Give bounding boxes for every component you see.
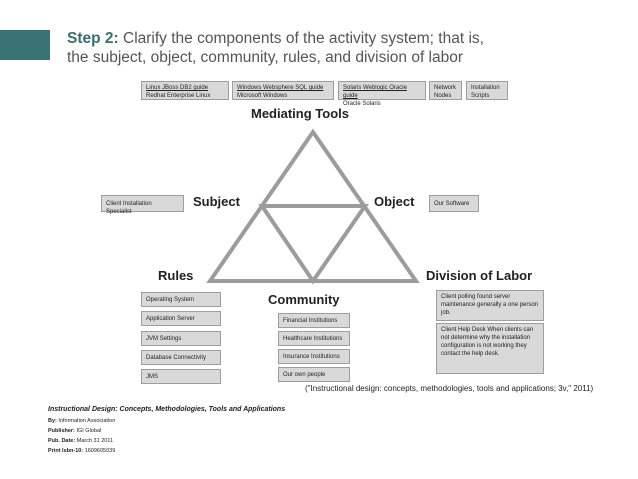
citation: ("Instructional design: concepts, method…	[305, 384, 594, 393]
rules-item: JMS	[141, 369, 221, 384]
reference-by: By: Information Association	[48, 418, 116, 424]
slide-title: Step 2: Clarify the components of the ac…	[67, 29, 627, 67]
reference-date: Pub. Date: March 31 2011	[48, 438, 114, 444]
label-mediating-tools: Mediating Tools	[251, 106, 349, 121]
rules-item: Application Server	[141, 311, 221, 326]
title-line1: Clarify the components of the activity s…	[123, 30, 484, 47]
community-item: Healthcare Institutions	[278, 331, 350, 346]
inner-triangle	[258, 204, 369, 285]
division-item: Client polling found server maintenance …	[436, 290, 544, 321]
rules-item: Database Connectivity	[141, 350, 221, 365]
community-item: Financial Institutions	[278, 313, 350, 328]
subject-box: Client Installation Specialist	[101, 195, 184, 215]
title-line2: the subject, object, community, rules, a…	[67, 49, 464, 66]
reference-isbn: Print Isbn-10: 1609605039	[48, 448, 116, 454]
division-item: Client Help Desk When clients can not de…	[436, 323, 544, 374]
reference-publisher: Publisher: IGI Global	[48, 428, 102, 434]
accent-bar	[0, 30, 50, 60]
community-item: Insurance Institutions	[278, 349, 350, 364]
rules-item: Operating System	[141, 292, 221, 307]
rules-item: JVM Settings	[141, 331, 221, 346]
community-item: Our own people	[278, 367, 350, 382]
reference-title: Instructional Design: Concepts, Methodol…	[48, 406, 286, 413]
label-rules: Rules	[158, 268, 194, 283]
label-subject: Subject	[193, 194, 240, 209]
label-object: Object	[374, 194, 415, 209]
object-box: Our Software	[429, 195, 479, 212]
title-step: Step 2:	[67, 30, 119, 47]
label-community: Community	[268, 292, 340, 307]
label-division-of-labor: Division of Labor	[426, 268, 533, 283]
